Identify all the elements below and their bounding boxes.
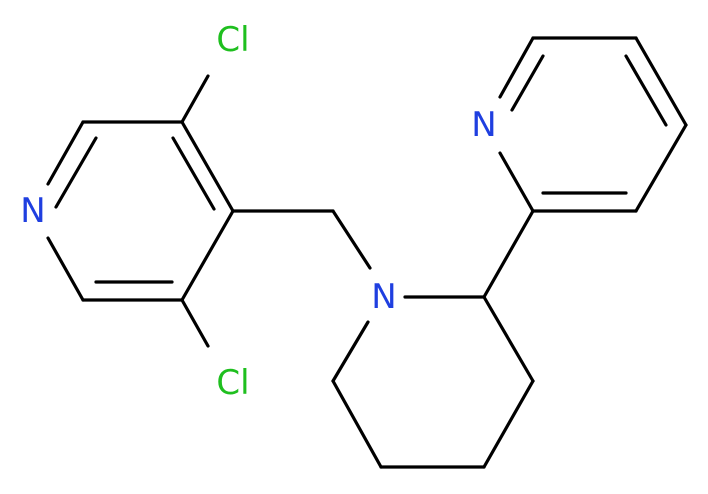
bond: [498, 151, 535, 213]
bond: [634, 36, 688, 127]
atom-cl-top: Cl: [216, 20, 249, 60]
double-bond-inner: [624, 54, 668, 127]
bond: [46, 120, 85, 186]
bond: [331, 379, 383, 469]
bond: [482, 295, 535, 383]
bond: [634, 123, 688, 213]
atom-n-right-pyridine: N: [471, 105, 496, 145]
bond: [180, 209, 235, 302]
atom-n-piperidine: N: [371, 277, 396, 317]
atom-cl-bottom: Cl: [216, 363, 249, 403]
bond-piperidine-to-pyridine: [482, 209, 535, 299]
right-pyridine-ring: [498, 36, 688, 213]
bond-ch2-to-n: [331, 209, 372, 270]
piperidine-ring: [331, 295, 535, 469]
bond: [331, 320, 370, 383]
double-bond-inner: [510, 54, 545, 112]
bond: [46, 236, 85, 302]
bond: [180, 120, 235, 213]
atom-n-left-pyridine: N: [20, 191, 45, 231]
bond-to-cl-bottom: [180, 298, 210, 348]
bond: [482, 379, 535, 469]
left-pyridine-ring: [46, 120, 235, 302]
bond: [498, 36, 535, 99]
bond-to-cl-top: [180, 74, 210, 124]
double-bond-inner: [54, 136, 98, 209]
double-bond-inner: [171, 136, 216, 211]
